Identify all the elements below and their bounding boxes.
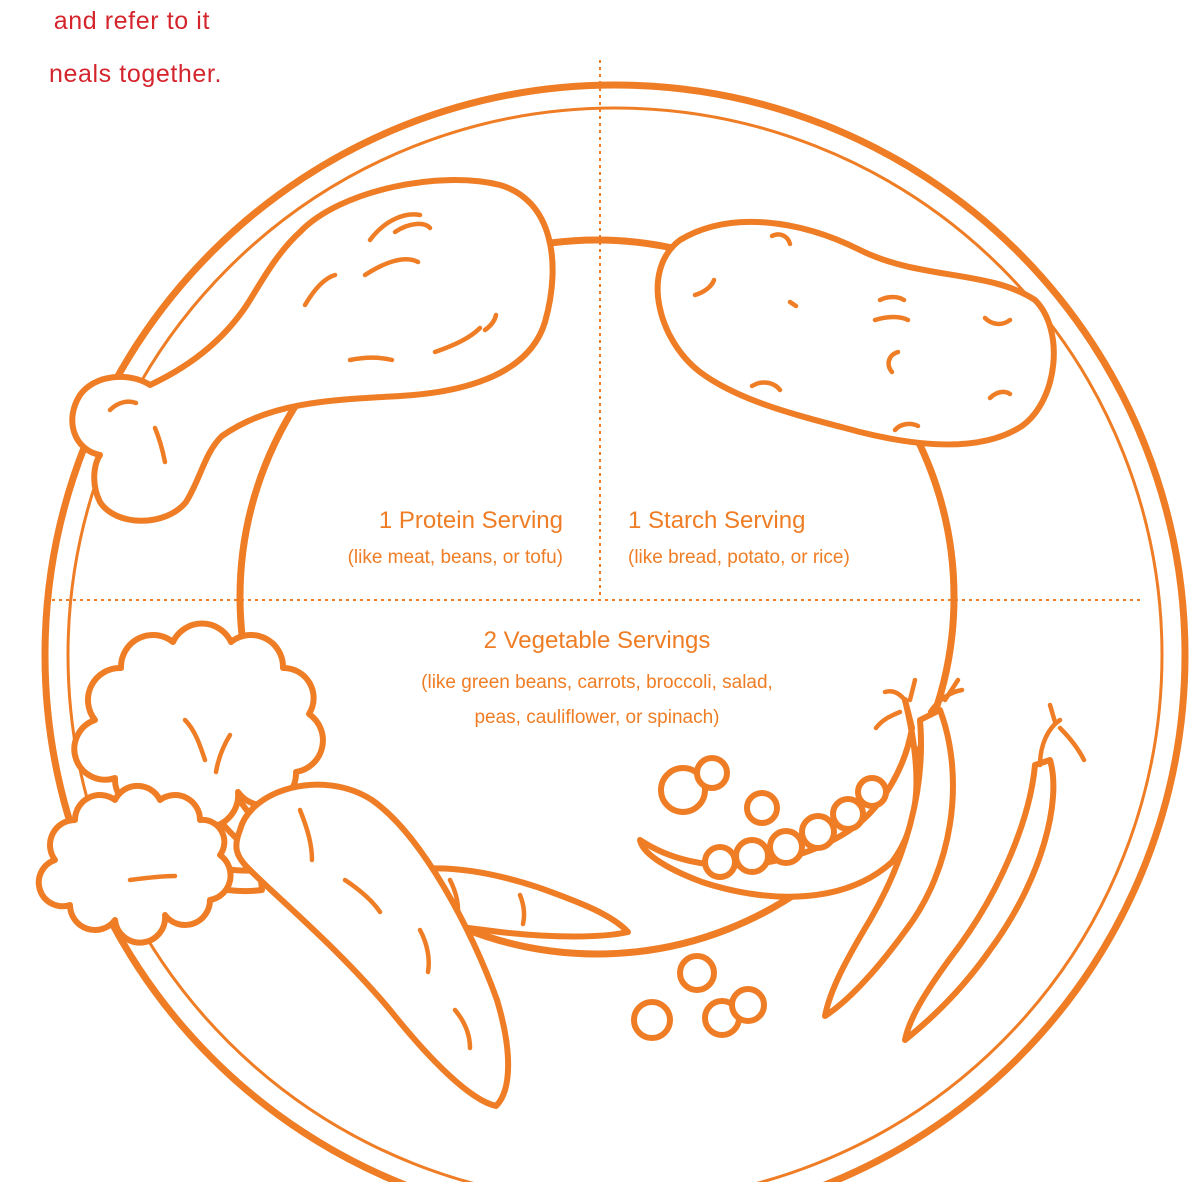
vegetable-title: 2 Vegetable Servings <box>484 627 711 654</box>
vegetable-examples-line-1: (like green beans, carrots, broccoli, sa… <box>421 672 773 693</box>
header-line-2: neals together. <box>49 60 222 88</box>
starch-title: 1 Starch Serving <box>628 507 805 534</box>
protein-title: 1 Protein Serving <box>379 507 563 534</box>
protein-examples: (like meat, beans, or tofu) <box>348 547 563 568</box>
vegetable-examples-line-2: peas, cauliflower, or spinach) <box>474 707 719 728</box>
starch-section-label: 1 Starch Serving (like bread, potato, or… <box>628 507 850 568</box>
carrot-icon <box>236 785 628 1106</box>
vegetable-section-label: 2 Vegetable Servings (like green beans, … <box>421 627 773 728</box>
peas-icon <box>634 758 777 1038</box>
chicken-drumstick-icon <box>72 180 552 521</box>
potato-icon <box>658 222 1054 444</box>
header-line-1: and refer to it <box>54 7 210 35</box>
starch-examples: (like bread, potato, or rice) <box>628 547 850 568</box>
protein-section-label: 1 Protein Serving (like meat, beans, or … <box>348 507 563 568</box>
